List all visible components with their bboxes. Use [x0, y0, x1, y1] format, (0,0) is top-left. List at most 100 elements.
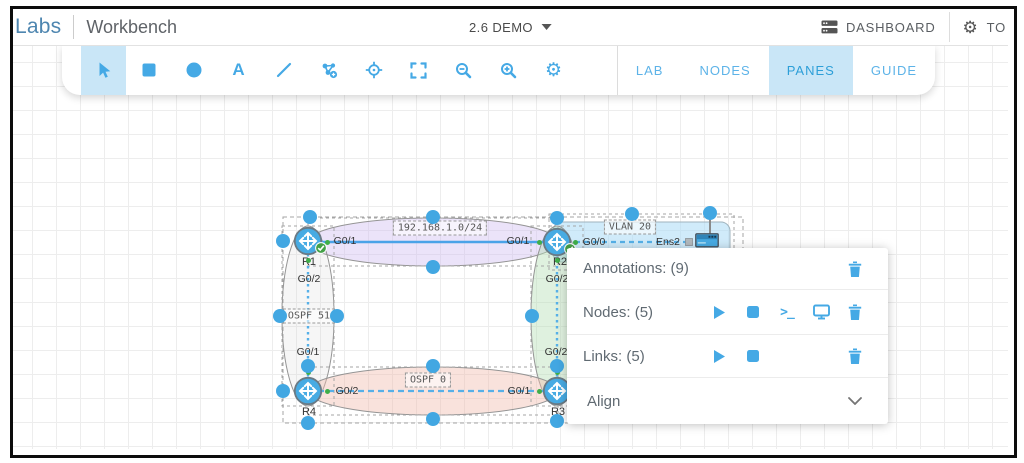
annotation-label-ospf0[interactable]: OSPF 0 [404, 372, 452, 388]
tool-crosshair-button[interactable] [351, 45, 396, 95]
tool-text-button[interactable]: A [216, 45, 261, 95]
fullscreen-icon [410, 61, 427, 79]
lab-selector[interactable]: 2.6 DEMO [469, 20, 552, 35]
rectangle-icon [142, 63, 155, 77]
iface-label-ext-ens2: Ens2 [656, 236, 680, 248]
align-expand-button[interactable] [838, 397, 872, 405]
external-connector-icon [695, 233, 719, 248]
circle-icon [186, 62, 201, 78]
header-divider-2 [948, 12, 950, 42]
zoom-out-button[interactable] [441, 45, 486, 95]
node-r1[interactable] [293, 226, 327, 256]
annotations-count-label: Annotations: (9) [583, 260, 689, 277]
annotation-label-ospf51[interactable]: OSPF 51 [282, 308, 336, 324]
selection-handle[interactable] [426, 260, 440, 274]
caret-down-icon [541, 24, 552, 30]
interface-up-dot [554, 257, 560, 263]
panel-row-annotations: Annotations: (9) [567, 248, 888, 289]
annotation-label-vlan[interactable]: VLAN 20 [603, 219, 657, 235]
terminal-icon: >_ [780, 304, 795, 320]
gear-icon: ⚙ [962, 17, 979, 37]
selection-handle[interactable] [301, 359, 315, 373]
iface-label-r2-g01: G0/1 [506, 235, 530, 247]
stop-nodes-button[interactable] [736, 305, 770, 319]
zoom-in-button[interactable] [486, 45, 531, 95]
start-links-button[interactable] [702, 349, 736, 364]
selection-handle[interactable] [276, 234, 290, 248]
tab-lab[interactable]: LAB [635, 62, 664, 78]
canvas-settings-button[interactable]: ⚙ [531, 45, 576, 95]
panel-row-align[interactable]: Align [567, 378, 888, 424]
selection-handle[interactable] [301, 416, 315, 430]
crosshair-icon [365, 61, 382, 79]
monitor-icon [812, 304, 830, 320]
selection-handle[interactable] [276, 384, 290, 398]
iface-label-r2-g02: G0/2 [545, 273, 569, 285]
iface-label-r1-g02: G0/2 [297, 273, 321, 285]
panel-row-links: Links: (5) [567, 335, 888, 377]
trash-icon [848, 348, 862, 364]
text-tool-icon: A [232, 60, 245, 79]
brand-link[interactable]: Labs [15, 15, 62, 38]
delete-annotations-button[interactable] [838, 261, 872, 277]
tools-label: TO [986, 19, 1006, 35]
tool-line-button[interactable] [261, 45, 306, 95]
selection-handle[interactable] [426, 210, 440, 224]
delete-nodes-button[interactable] [838, 304, 872, 320]
selection-handle[interactable] [426, 412, 440, 426]
toolbar-spacer [576, 45, 617, 95]
vnc-nodes-button[interactable] [804, 304, 838, 320]
interface-up-dot [324, 239, 330, 245]
selection-handle[interactable] [525, 309, 539, 323]
trash-icon [848, 304, 862, 320]
tools-button[interactable]: ⚙ TO [963, 19, 1006, 36]
play-icon [714, 305, 725, 319]
stop-icon [747, 306, 759, 318]
tool-ellipse-button[interactable] [171, 45, 216, 95]
zoom-out-icon [456, 62, 472, 78]
workbench-app: Labs Workbench 2.6 DEMO DASHBOARD ⚙ [13, 9, 1008, 449]
stop-links-button[interactable] [736, 349, 770, 363]
chevron-down-icon [848, 397, 862, 405]
selection-handle[interactable] [426, 359, 440, 373]
cursor-icon [99, 62, 111, 78]
tool-add-node-button[interactable] [306, 45, 351, 95]
selection-handle[interactable] [703, 206, 717, 220]
iface-label-r4-g01: G0/1 [296, 346, 320, 358]
start-nodes-button[interactable] [702, 305, 736, 320]
lab-selector-label: 2.6 DEMO [469, 19, 533, 35]
dashboard-button[interactable]: DASHBOARD [821, 20, 936, 35]
tool-fit-view-button[interactable] [396, 45, 441, 95]
node-r4[interactable] [293, 376, 323, 406]
tab-panes[interactable]: PANES [768, 45, 853, 95]
selection-handle[interactable] [303, 210, 317, 224]
selection-handle[interactable] [550, 359, 564, 373]
interface-up-dot [324, 388, 330, 394]
dashboard-icon [821, 20, 838, 34]
trash-icon [848, 261, 862, 277]
links-count-label: Links: (5) [583, 347, 645, 365]
dashboard-label: DASHBOARD [845, 19, 936, 35]
tab-nodes[interactable]: NODES [699, 62, 751, 78]
annotation-label-subnet[interactable]: 192.168.1.0/24 [392, 220, 488, 236]
selection-panel: Annotations: (9) Nodes: (5) >_ [567, 248, 888, 424]
tab-guide[interactable]: GUIDE [870, 62, 917, 78]
play-icon [714, 349, 725, 363]
app-header: Labs Workbench 2.6 DEMO DASHBOARD ⚙ [13, 9, 1008, 46]
router-icon [293, 376, 323, 406]
iface-label-r3-g02: G0/2 [544, 346, 568, 358]
tool-select-button[interactable] [81, 45, 126, 95]
selection-handle[interactable] [625, 207, 639, 221]
zoom-in-icon [501, 62, 517, 78]
selection-handle[interactable] [550, 414, 564, 428]
selection-handle[interactable] [550, 211, 564, 225]
selection-handle[interactable] [273, 309, 287, 323]
delete-links-button[interactable] [838, 348, 872, 364]
panel-row-nodes: Nodes: (5) >_ [567, 290, 888, 334]
interface-up-dot [305, 257, 311, 263]
tool-rectangle-button[interactable] [126, 45, 171, 95]
console-nodes-button[interactable]: >_ [770, 305, 804, 320]
selection-handle[interactable] [330, 309, 344, 323]
header-actions: DASHBOARD ⚙ TO [821, 12, 1008, 42]
